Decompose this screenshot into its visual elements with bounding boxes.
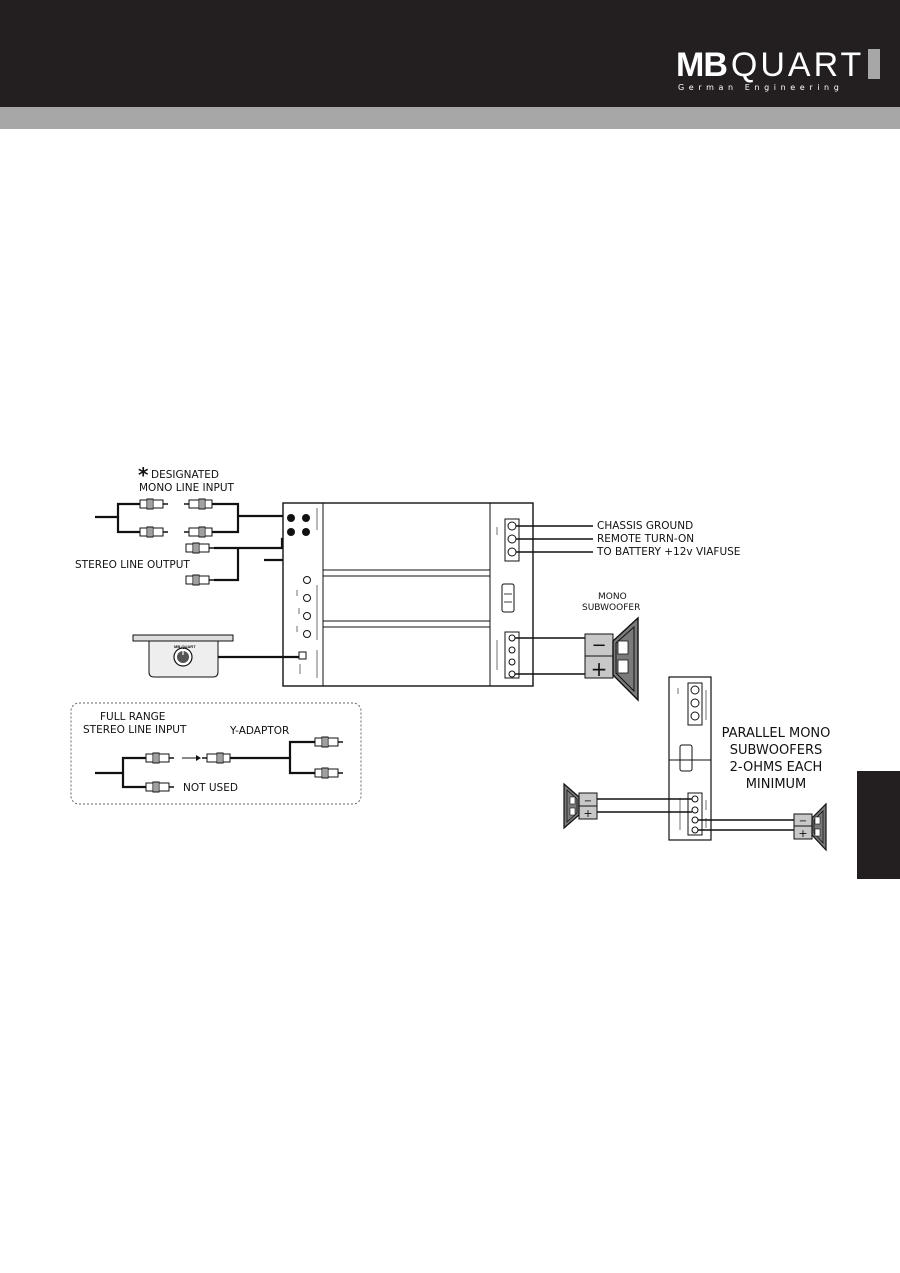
- logo-mb-text: MB: [676, 46, 728, 84]
- right-sub-minus: −: [799, 816, 807, 827]
- full-range-box: [70, 702, 362, 805]
- left-sub-plus: +: [583, 807, 592, 820]
- parallel-label-2: SUBWOOFERS: [729, 743, 823, 758]
- amplifier: [282, 502, 534, 687]
- mono-line-input-label: MONO LINE INPUT: [139, 482, 234, 494]
- y-adaptor-plugs: [145, 736, 344, 793]
- right-sub-plus: +: [798, 827, 807, 840]
- power-leads: [516, 525, 593, 553]
- not-used-label: NOT USED: [183, 782, 238, 794]
- stereo-line-output-label: STEREO LINE OUTPUT: [75, 559, 190, 571]
- designated-label: DESIGNATED: [151, 469, 219, 481]
- parallel-subwoofer-right: [793, 802, 827, 852]
- side-tab: [857, 771, 900, 879]
- parallel-subwoofer-left: [563, 782, 598, 830]
- stereo-line-input-label: STEREO LINE INPUT: [83, 724, 187, 736]
- remote-turn-on-label: REMOTE TURN-ON: [597, 533, 695, 545]
- mono-subwoofer-label-1: MONO: [598, 592, 627, 602]
- rca-plugs-top: [139, 498, 215, 586]
- page-header: [0, 0, 900, 107]
- header-subbar: [0, 107, 900, 129]
- logo-quart-text: QUART: [730, 46, 865, 84]
- parallel-label-3: 2-OHMS EACH: [729, 760, 823, 775]
- logo-block-icon: [868, 49, 881, 79]
- mono-sub-minus: −: [591, 635, 606, 656]
- y-adaptor-label: Y-ADAPTOR: [230, 725, 290, 737]
- parallel-speaker-leads: [597, 798, 798, 831]
- left-sub-minus: −: [584, 796, 592, 807]
- full-range-label: FULL RANGE: [100, 711, 166, 723]
- y-adaptor-wiring: [95, 740, 315, 789]
- designated-marker: *: [138, 463, 149, 487]
- y-adaptor-arrow: [182, 755, 201, 761]
- mono-subwoofer-label-2: SUBWOOFER: [582, 603, 641, 613]
- logo-tagline: German Engineering: [678, 83, 844, 92]
- remote-logo-text: MB QUART: [174, 644, 196, 649]
- mono-speaker-leads: [515, 637, 585, 675]
- chassis-ground-label: CHASSIS GROUND: [597, 520, 694, 532]
- mono-subwoofer: [584, 616, 639, 702]
- mono-sub-plus: +: [591, 657, 608, 681]
- parallel-label-1: PARALLEL MONO: [721, 726, 831, 741]
- amplifier-side-view: [668, 676, 712, 841]
- parallel-label-4: MINIMUM: [745, 777, 807, 792]
- to-battery-label: TO BATTERY +12v VIAFUSE: [597, 546, 741, 558]
- remote-bass-control: [132, 634, 299, 678]
